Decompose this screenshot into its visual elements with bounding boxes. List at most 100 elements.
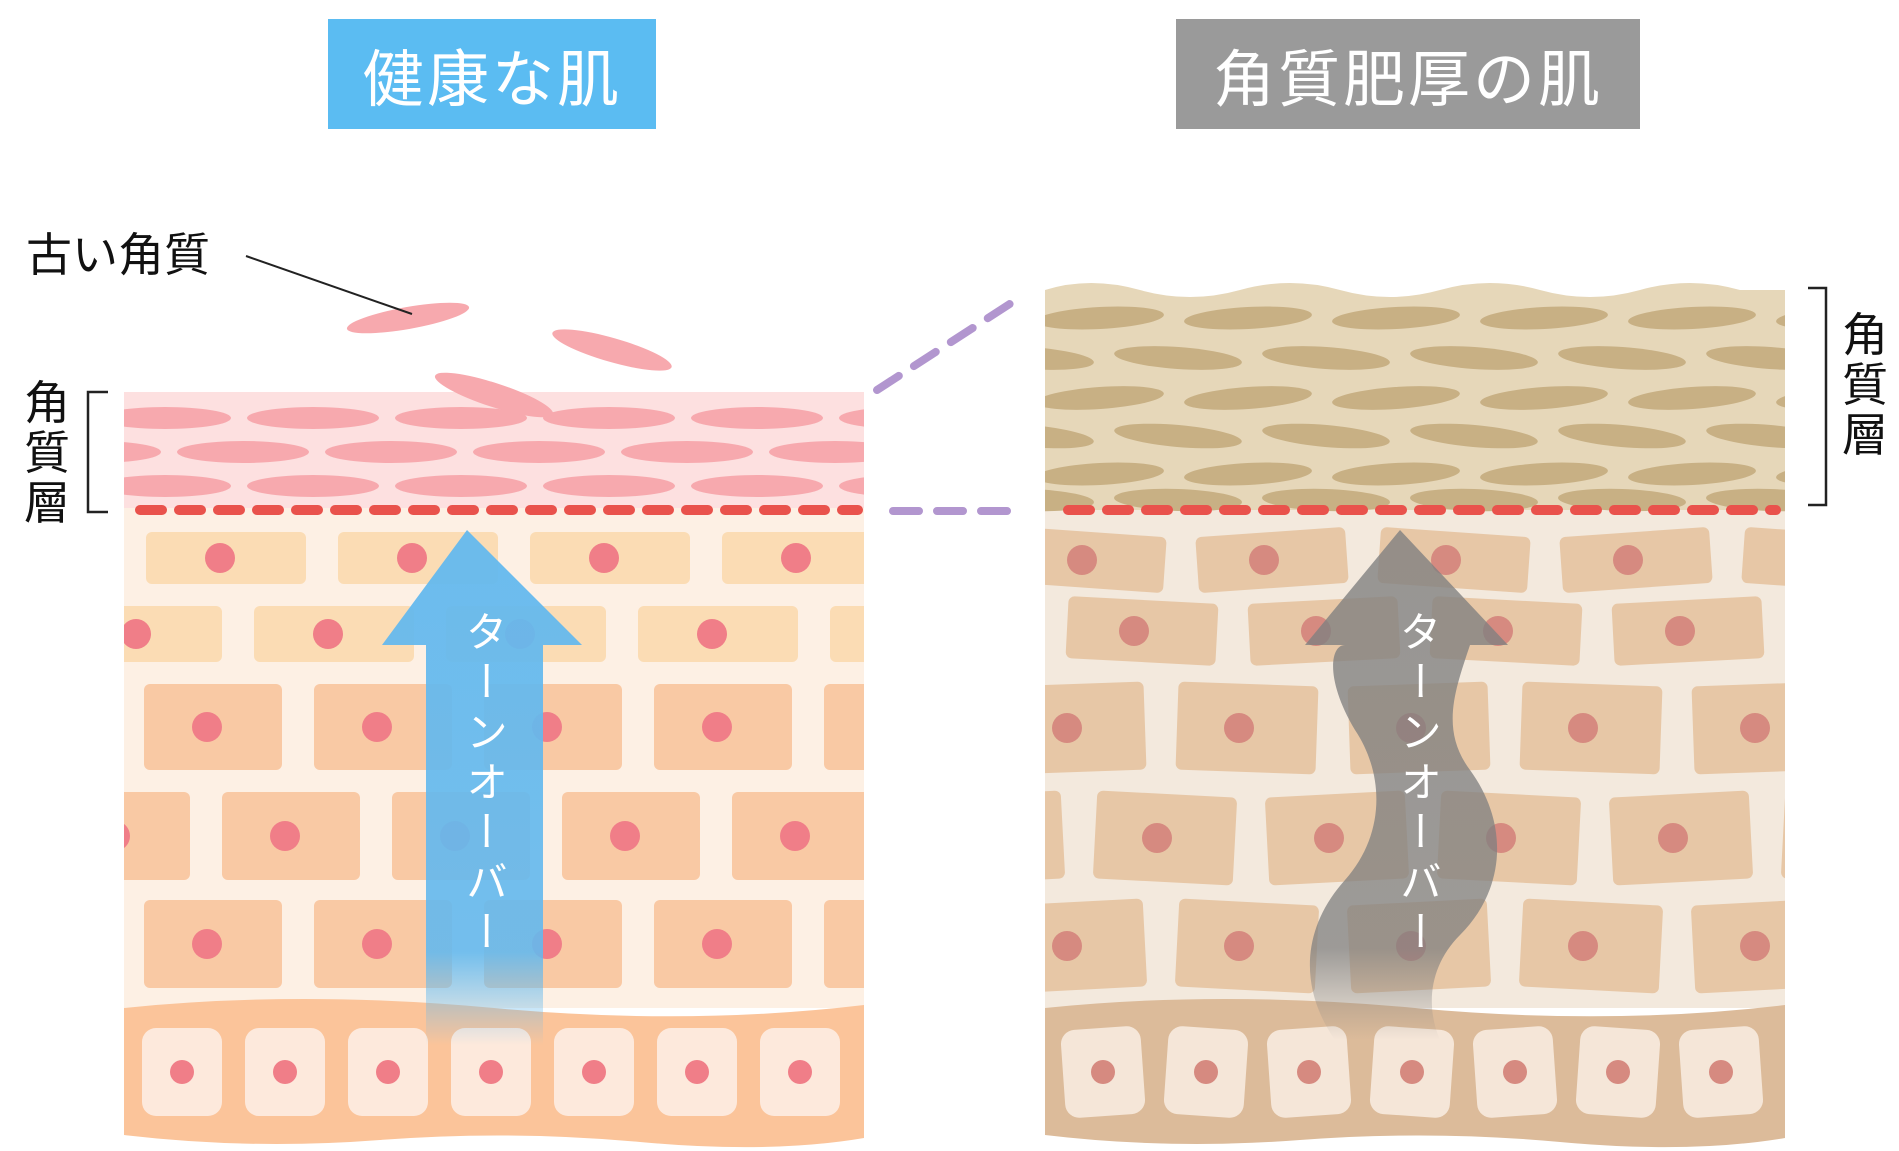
thick-basal-nucleus — [1091, 1060, 1115, 1084]
healthy-cell — [124, 792, 190, 880]
thick-cell — [883, 596, 1036, 666]
thick-nucleus — [937, 616, 967, 646]
thick-flake — [1558, 423, 1686, 449]
thick-flake — [1628, 386, 1756, 410]
thick-nucleus — [885, 545, 915, 575]
thick-flake — [1045, 488, 1094, 512]
healthy-flake — [691, 407, 823, 429]
old-corneum-leader-line — [245, 255, 413, 315]
healthy-nucleus — [702, 712, 732, 742]
healthy-nucleus — [702, 929, 732, 959]
thick-nucleus — [1224, 713, 1254, 743]
thick-flake — [1558, 346, 1686, 370]
thick-flake — [1410, 346, 1538, 370]
healthy-nucleus — [192, 712, 222, 742]
thick-nucleus — [1052, 713, 1082, 743]
old-corneum-label: 古い角質 — [26, 228, 210, 282]
thick-basal-nucleus — [1400, 1060, 1424, 1084]
thick-cell — [1864, 682, 1899, 775]
turnover-arrow-healthy — [382, 530, 582, 1045]
thick-nucleus — [1740, 931, 1770, 961]
healthy-nucleus — [781, 543, 811, 573]
thick-nucleus — [1613, 545, 1643, 575]
healthy-cell — [824, 684, 864, 770]
healthy-flake — [325, 441, 457, 463]
healthy-cell — [0, 792, 20, 880]
old-corneum-flakes — [346, 302, 672, 418]
healthy-corneum-flakes — [124, 407, 864, 497]
healthy-cell — [824, 900, 864, 988]
thick-nucleus — [1224, 931, 1254, 961]
old-flake-3 — [434, 372, 554, 418]
thick-flake — [1332, 386, 1460, 410]
thick-nucleus — [1431, 545, 1461, 575]
thick-flake — [1628, 462, 1756, 486]
healthy-flake — [124, 407, 231, 429]
healthy-nucleus — [872, 712, 902, 742]
healthy-basal-nucleus — [479, 1060, 503, 1084]
thick-cell — [1793, 596, 1899, 666]
healthy-nucleus — [192, 929, 222, 959]
thick-flake — [1332, 306, 1460, 330]
thick-flake — [1045, 462, 1164, 486]
turnover-arrow-thick — [1305, 530, 1508, 1040]
healthy-nucleus — [610, 821, 640, 851]
thick-nucleus — [880, 713, 910, 743]
healthy-nucleus — [362, 929, 392, 959]
thick-nucleus — [880, 931, 910, 961]
healthy-nucleus — [124, 824, 130, 848]
healthy-nucleus — [313, 619, 343, 649]
thick-flake — [1262, 346, 1390, 370]
stratum-corneum-label-right: 角質層 — [1842, 308, 1888, 462]
healthy-flake — [395, 475, 527, 497]
healthy-flake — [473, 441, 605, 463]
healthy-flake — [124, 442, 161, 462]
thick-basal-nucleus — [1606, 1060, 1630, 1084]
healthy-skin-title: 健康な肌 — [328, 19, 656, 129]
thick-nucleus — [1658, 823, 1688, 853]
stratum-corneum-label-left: 角質層 — [24, 376, 70, 530]
healthy-nucleus — [589, 543, 619, 573]
thick-flake — [888, 460, 1017, 489]
healthy-nucleus — [205, 543, 235, 573]
thick-flake — [1045, 423, 1094, 449]
thick-flake — [1262, 423, 1390, 449]
thick-flake — [1332, 462, 1460, 486]
thick-nucleus — [1249, 545, 1279, 575]
healthy-flake — [395, 407, 527, 429]
healthy-cell — [0, 606, 30, 662]
healthy-cell — [0, 532, 114, 584]
thick-nucleus — [1119, 616, 1149, 646]
thick-nucleus — [1052, 931, 1082, 961]
healthy-nucleus — [362, 712, 392, 742]
corneum-connector — [873, 292, 1026, 515]
healthy-flake — [839, 477, 864, 495]
thick-flake — [1184, 386, 1312, 410]
healthy-basal-nucleus — [788, 1060, 812, 1084]
turnover-label-healthy: ターンオーバー — [460, 610, 509, 960]
thickened-skin-title: 角質肥厚の肌 — [1176, 19, 1640, 129]
thick-basal-nucleus — [1503, 1060, 1527, 1084]
healthy-cell — [902, 792, 1040, 880]
turnover-label-thick: ターンオーバー — [1394, 610, 1443, 960]
healthy-cell — [124, 606, 222, 662]
thick-cell — [1045, 790, 1065, 886]
thick-basal-nucleus — [1709, 1060, 1733, 1084]
healthy-nucleus — [397, 543, 427, 573]
healthy-cell — [0, 684, 112, 770]
healthy-flake — [177, 441, 309, 463]
thick-bottom-wave — [1045, 1135, 1785, 1151]
thick-flake — [1410, 423, 1538, 449]
thick-basal-cells — [1060, 1026, 1764, 1118]
thick-flake — [1480, 386, 1608, 410]
thick-flake — [1706, 346, 1785, 370]
corneum-bracket-left — [86, 390, 108, 514]
healthy-basal-nucleus — [685, 1060, 709, 1084]
healthy-flake — [543, 475, 675, 497]
thick-flake — [1114, 423, 1242, 449]
thick-flake — [1045, 306, 1164, 330]
healthy-basal-cells — [142, 1028, 840, 1116]
healthy-flake — [124, 475, 231, 497]
healthy-cell — [830, 606, 864, 662]
